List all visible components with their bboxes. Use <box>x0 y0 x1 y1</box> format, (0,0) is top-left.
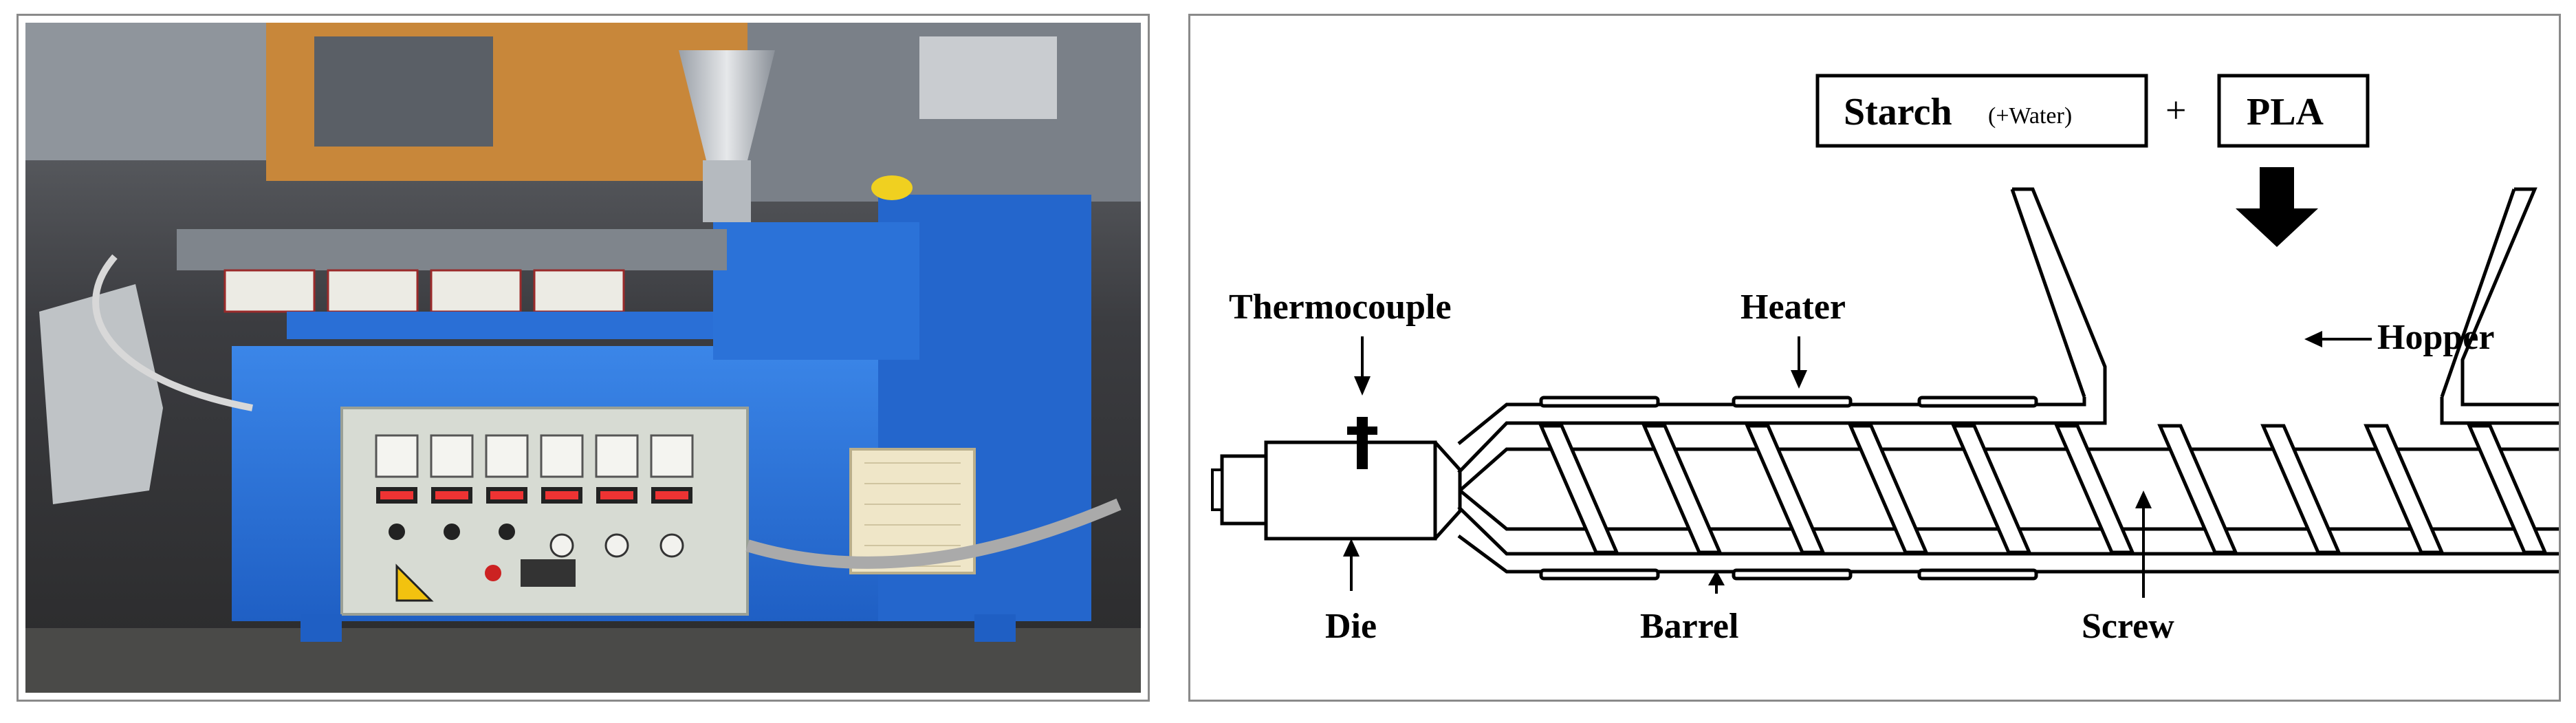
control-knobs <box>389 524 684 587</box>
photo-barrel <box>177 229 727 270</box>
extruder-schematic: Starch (+Water) + PLA <box>1188 14 2568 702</box>
screw-arrow <box>2135 490 2152 598</box>
pla-label: PLA <box>2247 91 2324 133</box>
plus-sign: + <box>2165 89 2186 131</box>
die-label: Die <box>1325 607 1377 646</box>
screw-flights <box>1538 424 2548 554</box>
heater-bands <box>1539 396 2038 581</box>
thermocouple-head <box>1347 427 1377 435</box>
grille-pattern <box>864 462 961 567</box>
photo-hopper-throat <box>703 160 751 222</box>
die-arrow <box>1343 539 1360 591</box>
extruder-photo <box>17 14 1150 702</box>
barrel-label: Barrel <box>1640 607 1738 646</box>
thermocouple-arrow <box>1354 336 1371 396</box>
hopper-arrow <box>2304 331 2372 347</box>
barrel-arrow <box>1708 570 1725 594</box>
schematic-svg: Starch (+Water) + PLA <box>1211 74 2568 646</box>
water-note: (+Water) <box>1988 103 2072 129</box>
drain-hose <box>745 498 1122 569</box>
starch-label: Starch <box>1844 91 1952 133</box>
yellow-cap <box>871 175 913 200</box>
extruder-photo-image <box>25 23 1141 693</box>
hopper <box>2010 187 2537 398</box>
photo-support-rail <box>287 312 713 339</box>
digital-readouts <box>376 487 692 504</box>
switch-block <box>521 559 576 587</box>
heater-label: Heater <box>1740 288 1846 327</box>
machine-foot <box>301 614 342 642</box>
die-nozzle <box>1220 454 1268 526</box>
thermocouple-probe <box>1357 417 1368 469</box>
warning-sign-icon <box>395 563 434 602</box>
die-taper <box>1434 441 1462 540</box>
starch-box <box>1815 74 2148 148</box>
heater-arrow <box>1791 336 1807 389</box>
background-machine-left <box>25 23 287 160</box>
die-tip <box>1211 468 1223 511</box>
thermocouple-label: Thermocouple <box>1229 288 1452 327</box>
background-panel-right <box>919 36 1057 119</box>
floor <box>25 628 1141 693</box>
die-block <box>1264 440 1437 541</box>
hopper-label: Hopper <box>2377 318 2494 357</box>
feed-arrow-icon <box>2236 167 2318 247</box>
screw-label: Screw <box>2082 607 2174 646</box>
photo-hopper <box>679 50 775 160</box>
background-machine-window <box>314 36 493 147</box>
background-bags <box>39 284 163 504</box>
cable <box>92 254 253 411</box>
machine-foot <box>974 614 1016 642</box>
temperature-gauges <box>375 434 694 478</box>
gearbox <box>713 222 919 360</box>
pla-box <box>2217 74 2370 148</box>
